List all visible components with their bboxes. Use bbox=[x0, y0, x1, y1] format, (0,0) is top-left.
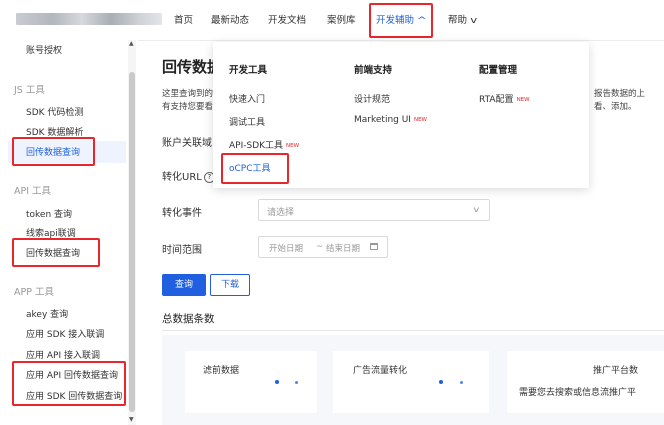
query-button[interactable]: 查询 bbox=[162, 274, 206, 296]
sidebar-active-highlight bbox=[8, 141, 126, 163]
sidebar-item-app-api-callback-query[interactable]: 应用 API 回传数据查询 bbox=[26, 371, 118, 381]
sidebar-item-api-callback-query[interactable]: 回传数据查询 bbox=[26, 249, 81, 259]
section-divider bbox=[162, 330, 664, 331]
sidebar-item-app-sdk-callback-query[interactable]: 应用 SDK 回传数据查询 bbox=[26, 392, 123, 402]
nav-cases[interactable]: 案例库 bbox=[327, 15, 356, 26]
nav-dev-docs[interactable]: 开发文档 bbox=[268, 15, 307, 26]
description-line-1: 这里查询到的 bbox=[162, 89, 214, 99]
brand-logo[interactable] bbox=[16, 13, 162, 25]
chevron-up-icon: ^ bbox=[416, 16, 427, 26]
dropdown-column-title-dev-tools: 开发工具 bbox=[229, 65, 268, 76]
sidebar-item-sdk-parse[interactable]: SDK 数据解析 bbox=[26, 128, 84, 138]
chevron-down-icon: v bbox=[473, 205, 480, 214]
sidebar-item-app-sdk-debug[interactable]: 应用 SDK 接入联调 bbox=[26, 330, 105, 340]
sidebar-item-token-query[interactable]: token 查询 bbox=[26, 210, 73, 220]
stat-card-label: 推广平台数 bbox=[593, 366, 639, 376]
stat-card-label: 滤前数据 bbox=[203, 366, 240, 376]
scroll-up-arrow-icon[interactable]: ▲ bbox=[129, 40, 134, 47]
sidebar-item-lead-api[interactable]: 线索api联调 bbox=[26, 229, 76, 239]
dropdown-column-title-frontend: 前端支持 bbox=[354, 65, 393, 76]
section-title-total: 总数据条数 bbox=[162, 313, 215, 325]
end-date-input[interactable]: 结束日期 bbox=[326, 244, 361, 254]
time-range-label: 时间范围 bbox=[162, 245, 202, 256]
scroll-down-arrow-icon[interactable]: ▼ bbox=[129, 416, 134, 423]
annotation-box-app bbox=[12, 361, 126, 406]
dropdown-item-debug-tools[interactable]: 调试工具 bbox=[229, 118, 266, 128]
nav-dev-assist-label: 开发辅助 bbox=[376, 15, 415, 26]
sidebar-item-js-callback-query[interactable]: 回传数据查询 bbox=[26, 148, 81, 158]
stat-card-filtered: 滤前数据 bbox=[185, 351, 317, 413]
start-date-input[interactable]: 开始日期 bbox=[269, 244, 304, 254]
sidebar-item-sdk-check[interactable]: SDK 代码检测 bbox=[26, 108, 84, 118]
dropdown-item-quickstart[interactable]: 快速入门 bbox=[229, 95, 266, 105]
sidebar-item-akey-query[interactable]: akey 查询 bbox=[26, 310, 69, 320]
nav-dev-assist[interactable]: 开发辅助^ bbox=[376, 12, 427, 26]
dropdown-column-title-config: 配置管理 bbox=[479, 65, 518, 76]
conversion-url-label-text: 转化URL bbox=[162, 172, 202, 183]
annotation-box-ocpc bbox=[221, 153, 289, 184]
nav-home[interactable]: 首页 bbox=[174, 15, 194, 26]
sidebar-item-app-api-debug[interactable]: 应用 API 接入联调 bbox=[26, 351, 100, 361]
conversion-event-select[interactable]: 请选择 v bbox=[258, 199, 490, 221]
conversion-url-label: 转化URL? bbox=[162, 168, 215, 183]
dropdown-item-label: Marketing UI bbox=[354, 115, 411, 125]
chevron-down-icon: v bbox=[470, 16, 478, 26]
nav-help-label: 帮助 bbox=[448, 15, 468, 26]
annotation-box-api bbox=[12, 238, 100, 267]
select-placeholder: 请选择 bbox=[267, 208, 295, 218]
account-domain-label: 账户关联域 bbox=[162, 138, 212, 149]
sidebar-item-account-auth[interactable]: 账号授权 bbox=[26, 46, 63, 56]
annotation-box-js bbox=[12, 137, 95, 166]
sidebar-group-api: API 工具 bbox=[14, 186, 52, 197]
stat-card-ad-traffic: 广告流量转化 bbox=[333, 351, 489, 413]
download-button[interactable]: 下载 bbox=[210, 274, 250, 296]
sidebar bbox=[0, 40, 138, 425]
dropdown-item-label: RTA配置 bbox=[479, 95, 514, 105]
dropdown-item-label: API-SDK工具 bbox=[229, 141, 284, 151]
stat-card-label: 广告流量转化 bbox=[353, 366, 408, 376]
nav-news[interactable]: 最新动态 bbox=[211, 15, 250, 26]
page-title: 回传数据 bbox=[162, 58, 223, 76]
description-line-2: 有支持您要看 bbox=[162, 102, 214, 112]
sidebar-scrollbar-thumb[interactable] bbox=[129, 72, 135, 412]
calendar-icon[interactable] bbox=[370, 243, 378, 250]
stat-card-platform: 推广平台数 需要您去搜索或信息流推广平 bbox=[507, 351, 664, 413]
sidebar-group-app: APP 工具 bbox=[14, 287, 54, 298]
description-right-2: 看、添加。 bbox=[594, 102, 637, 112]
date-range-picker[interactable]: 开始日期 ~ 结束日期 bbox=[258, 236, 388, 258]
conversion-event-label: 转化事件 bbox=[162, 208, 202, 219]
dropdown-item-design-spec[interactable]: 设计规范 bbox=[354, 95, 391, 105]
description-right-1: 报告数据的上 bbox=[594, 89, 646, 99]
annotation-box-nav bbox=[369, 3, 433, 38]
loading-dot-icon bbox=[439, 380, 443, 384]
dropdown-item-ocpc-tools[interactable]: oCPC工具 bbox=[229, 164, 271, 174]
loading-dot-icon bbox=[460, 381, 463, 384]
new-badge: NEW bbox=[413, 117, 427, 123]
sidebar-group-js: JS 工具 bbox=[14, 85, 45, 96]
loading-dot-icon bbox=[295, 381, 298, 384]
range-separator: ~ bbox=[316, 242, 324, 252]
stat-card-note: 需要您去搜索或信息流推广平 bbox=[519, 388, 637, 398]
new-badge: NEW bbox=[516, 97, 530, 103]
loading-dot-icon bbox=[275, 380, 279, 384]
new-badge: NEW bbox=[286, 143, 300, 149]
